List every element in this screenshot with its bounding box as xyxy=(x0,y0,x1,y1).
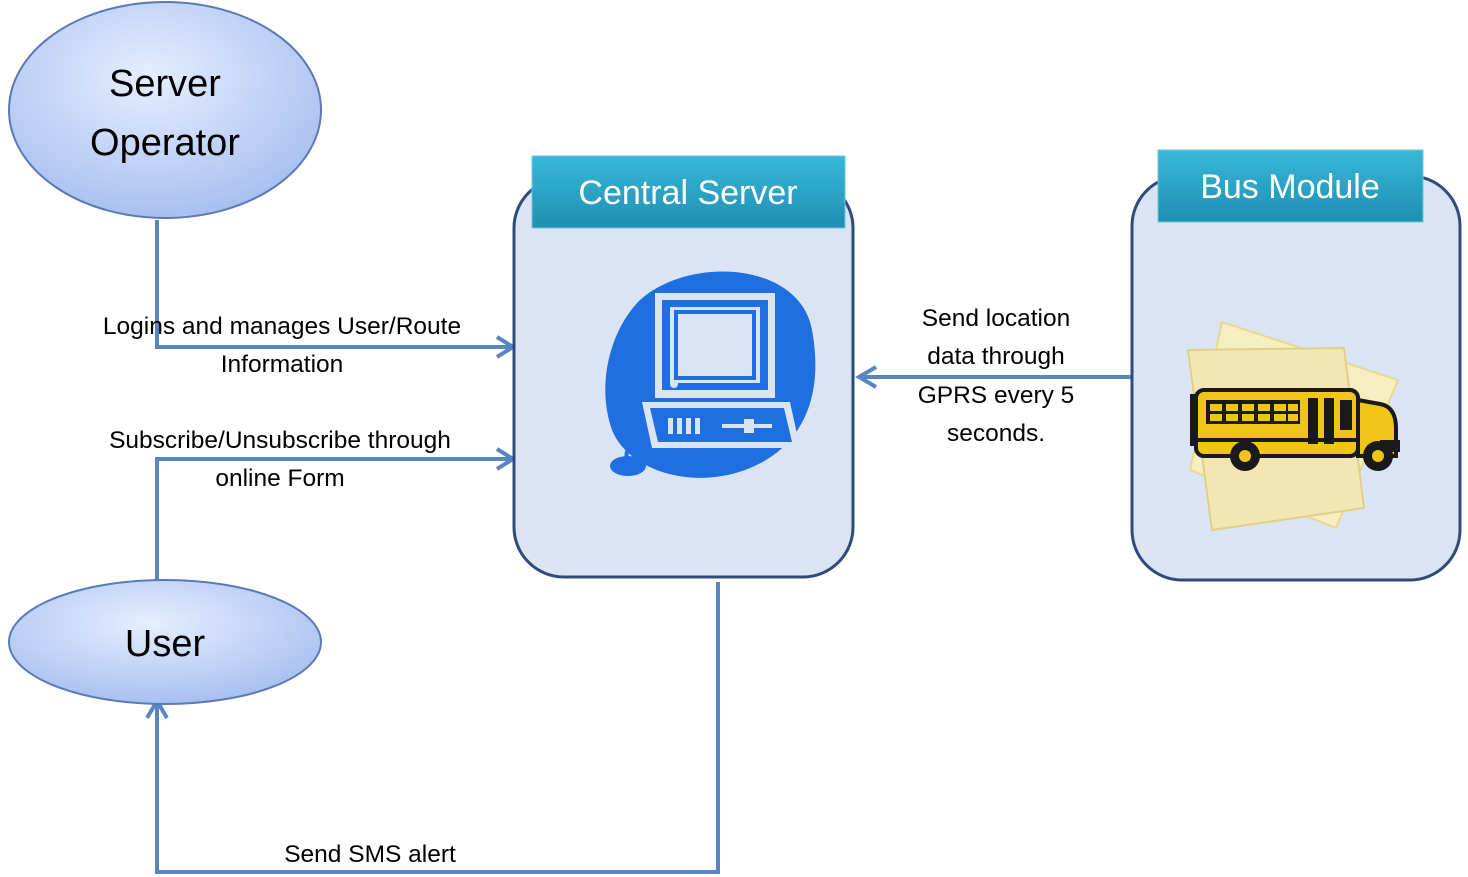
edge-label-operator-to-server: Logins and manages User/Route Informatio… xyxy=(103,313,461,378)
user-edge-line1: Subscribe/Unsubscribe through xyxy=(109,427,451,454)
bus-edge-line2: data through xyxy=(927,343,1065,370)
server-operator-label-line1: Server xyxy=(109,63,221,105)
operator-edge-line1: Logins and manages User/Route xyxy=(103,313,461,340)
bus-edge-line3: GPRS every 5 xyxy=(918,382,1075,409)
bus-edge-line4: seconds. xyxy=(947,420,1045,447)
edge-label-server-to-user: Send SMS alert xyxy=(284,841,456,868)
node-server-operator: Server Operator xyxy=(8,1,322,219)
node-bus-module: Bus Module xyxy=(1130,149,1462,582)
central-server-title-bar xyxy=(531,155,846,229)
bus-module-title-bar xyxy=(1157,149,1424,223)
connector-bus-to-server xyxy=(855,365,1134,389)
edge-label-user-to-server: Subscribe/Unsubscribe through online For… xyxy=(109,427,451,492)
bus-module-title: Bus Module xyxy=(1200,168,1380,206)
school-bus-icon xyxy=(1186,320,1400,532)
node-central-server: Central Server xyxy=(512,155,855,579)
node-user: User xyxy=(8,579,322,705)
operator-edge-line2: Information xyxy=(221,351,344,378)
edge-label-bus-to-server: Send location data through GPRS every 5 … xyxy=(918,305,1075,447)
bus-edge-line1: Send location xyxy=(922,305,1070,332)
server-operator-label-line2: Operator xyxy=(90,122,240,164)
user-edge-line2: online Form xyxy=(215,465,344,492)
user-label: User xyxy=(125,623,206,665)
computer-icon xyxy=(605,271,816,478)
central-server-title: Central Server xyxy=(578,174,797,212)
sms-edge-label: Send SMS alert xyxy=(284,841,456,868)
